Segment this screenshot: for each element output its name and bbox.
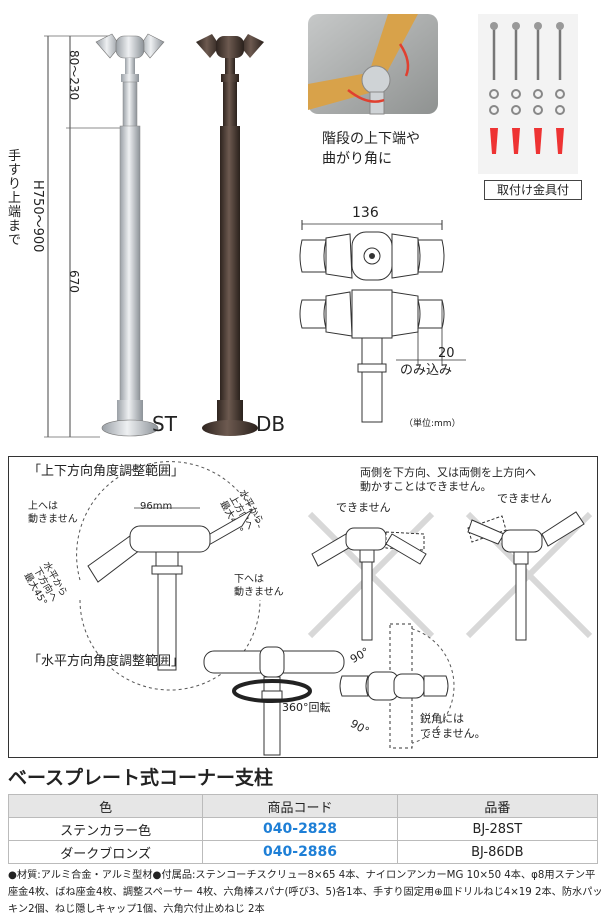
top-rotation-drawing	[339, 623, 455, 749]
header-color: 色	[7, 794, 204, 818]
hardware-caption-box: 取付け金具付	[484, 180, 582, 200]
cell-color: ダークブロンズ	[7, 840, 204, 864]
horizontal-range-drawing	[203, 646, 345, 756]
vertical-range-title: 「上下方向角度調整範囲」	[28, 464, 185, 479]
installation-photo	[308, 14, 438, 115]
notes: ●材質:アルミ合金・アルミ型材●付属品:ステンコーチスクリュー8×65 4本、ナ…	[8, 870, 603, 915]
spec-table: 色 商品コード 品番 ステンカラー色 040-2828 BJ-28ST ダークブ…	[7, 794, 599, 864]
photo-caption-2: 曲がり角に	[322, 151, 392, 167]
label-st: ST	[152, 412, 177, 436]
label-db: DB	[256, 412, 286, 436]
horizontal-range-title: 「水平方向角度調整範囲」	[28, 654, 185, 669]
vertical-range-drawing	[76, 461, 261, 691]
drawing-top-view	[299, 220, 445, 281]
up-cannot-2: 動きません	[28, 514, 78, 525]
dim-20: 20	[438, 346, 455, 361]
cell-model: BJ-28ST	[396, 817, 599, 841]
unit-label: （単位:mm）	[404, 419, 461, 429]
noomikomi: のみ込み	[400, 363, 453, 378]
hardware-image	[478, 14, 578, 174]
header-code: 商品コード	[202, 794, 398, 818]
down-cannot-2: 動きません	[234, 587, 284, 598]
header-model: 品番	[396, 794, 599, 818]
section-title: ベースプレート式コーナー支柱	[8, 767, 274, 789]
table-row: ステンカラー色 040-2828 BJ-28ST	[7, 817, 599, 841]
cannot-2: できません	[497, 492, 552, 505]
table-row: ダークブロンズ 040-2886 BJ-86DB	[7, 840, 599, 864]
cell-color: ステンカラー色	[7, 817, 204, 841]
cannot-1: できません	[336, 501, 391, 514]
note-2: 動かすことはできません。	[360, 480, 492, 493]
cannot-drawing-1	[307, 511, 435, 641]
rotation-label: 360°回転	[282, 701, 331, 714]
post-bronze	[196, 34, 264, 436]
cell-code: 040-2828	[202, 817, 398, 841]
table-header-row: 色 商品コード 品番	[7, 794, 599, 818]
photo-caption-1: 階段の上下端や	[322, 131, 420, 147]
post-silver	[95, 33, 165, 437]
note-1: 両側を下方向、又は両側を上方向へ	[360, 466, 536, 479]
acute-1: 鋭角には	[420, 712, 464, 725]
up-cannot-1: 上へは	[28, 501, 58, 512]
cell-code: 040-2886	[202, 840, 398, 864]
acute-2: できません。	[420, 727, 486, 740]
cell-model: BJ-86DB	[396, 840, 599, 864]
down-cannot-1: 下へは	[234, 574, 264, 585]
cannot-drawing-2	[465, 511, 593, 641]
adjustment-box	[8, 456, 598, 758]
dim-96: 96mm	[140, 501, 173, 512]
dim-136: 136	[352, 205, 379, 221]
drawing-side-view	[299, 289, 466, 423]
vertical-label: 手すり上端まで	[8, 149, 22, 248]
